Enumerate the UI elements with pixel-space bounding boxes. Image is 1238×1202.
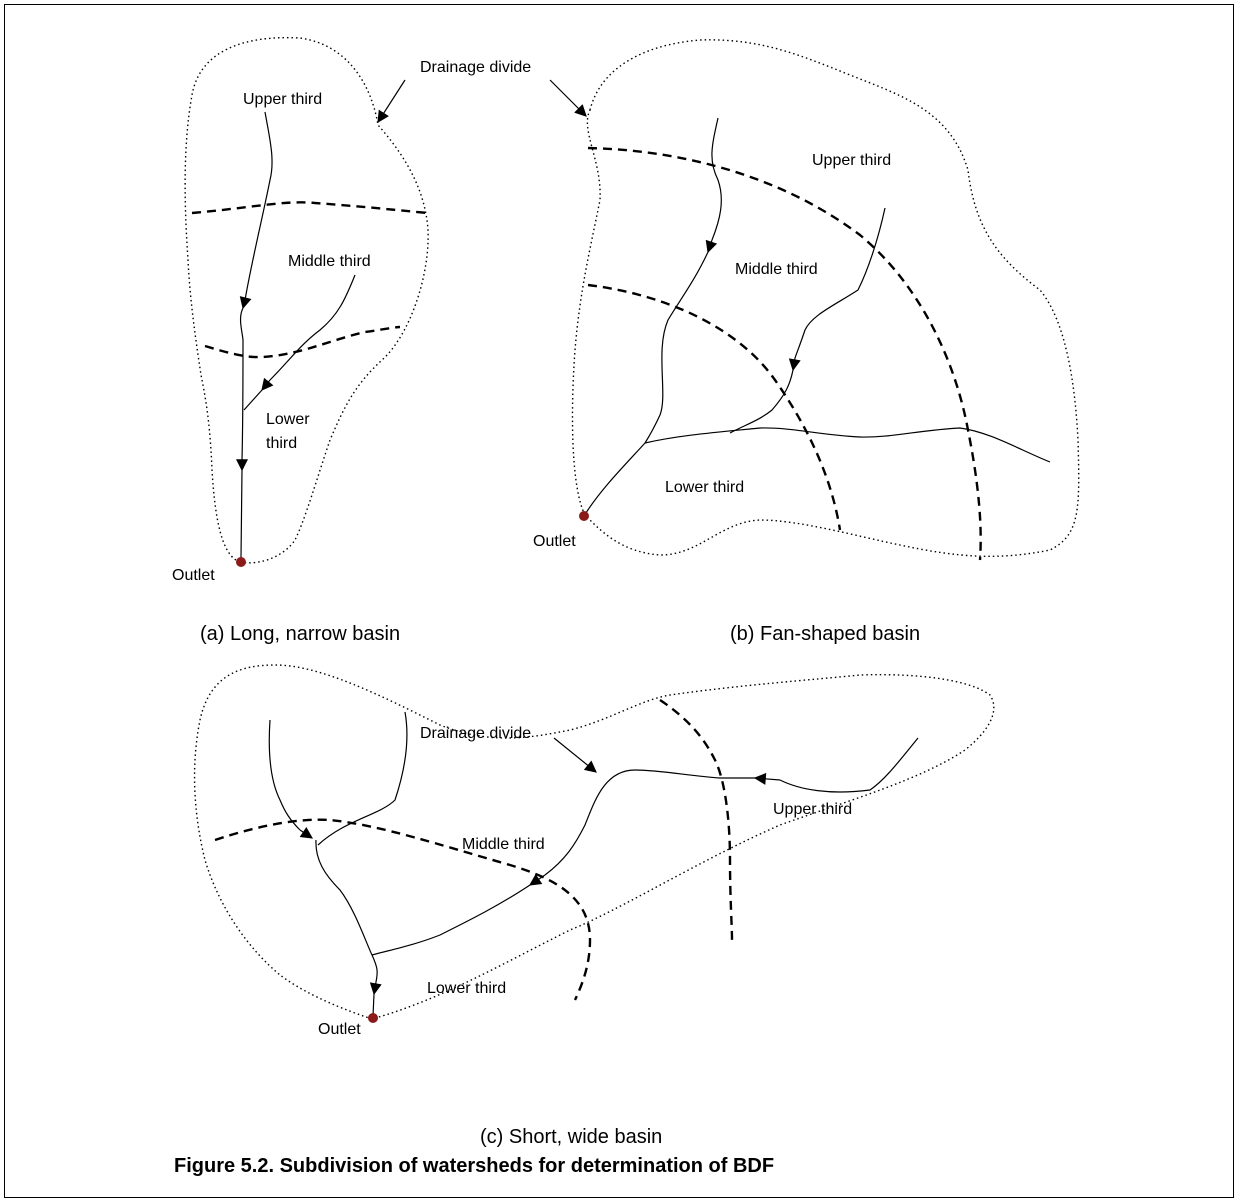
panel-b-main-stream-upper [711,117,722,241]
panel-a-middle-third-label: Middle third [288,253,371,270]
panel-a-lower-boundary [204,325,401,359]
panel-a-tributary-arrow [261,377,274,391]
panel-c-drainage-divide [193,664,995,1020]
panel-c-outlet-arrow-line [371,954,378,983]
panel-c-mid-boundary [214,818,592,1001]
panel-b-tributary [794,207,886,359]
panel-c-main-channel-lower [371,884,531,956]
panel-a-caption: (a) Long, narrow basin [200,623,400,645]
panel-c-middle-third-label: Middle third [462,836,545,853]
panel-a-drainage-divide [184,36,429,564]
panel-a-outlet-reach [240,469,243,559]
panel-a-long-narrow-basin: Drainage divide Upper third Middle third… [172,36,531,645]
panel-b-outlet-dot [579,511,589,521]
panel-a-main-stream-lower [239,307,244,461]
panel-c-upper-stream-arrow [753,772,781,785]
panel-b-outlet-label: Outlet [533,533,576,550]
panel-c-caption: (c) Short, wide basin [480,1126,662,1148]
panel-b-caption: (b) Fan-shaped basin [730,623,920,645]
panel-b-main-stream-arrow [705,239,718,254]
panel-b-outlet-reach [583,442,646,517]
panel-a-upper-third-label: Upper third [243,91,322,108]
panel-b-middle-third-label: Middle third [735,261,818,278]
panel-a-lower-third-label-line1: Lower [266,411,310,428]
panel-a-tributary-join [243,389,263,411]
panel-c-outlet-arrow [369,981,382,996]
panel-c-outlet-label: Outlet [318,1021,361,1038]
panel-c-left-tributary-arrow [299,827,313,839]
panel-b-east-branch [644,427,1051,463]
panel-c-left-tributary [268,719,301,831]
panel-c-main-channel-arrow [529,874,546,886]
panel-a-outlet-label: Outlet [172,567,215,584]
panel-a-tributary [269,274,356,381]
panel-a-lower-third-label-line2: third [266,435,297,452]
panel-a-drainage-divide-pointer [377,79,406,124]
panel-b-upper-third-label: Upper third [812,152,891,169]
panel-c-upper-stream [779,737,919,793]
panel-c-outlet-dot [368,1013,378,1023]
panel-b-fan-shaped-basin: Upper third Middle third Lower third Out… [533,39,1080,645]
panel-c-short-wide-basin: Drainage divide Upper third Middle third… [193,664,995,1148]
panel-c-outlet-reach [372,993,375,1017]
panel-c-junction-reach [315,839,373,956]
panel-a-outlet-dot [236,557,246,567]
panel-c-lower-third-label: Lower third [427,980,506,997]
panel-c-drainage-divide-pointer [553,737,597,773]
panel-a-main-stream-arrow [239,296,252,310]
panel-b-upper-boundary [587,146,982,561]
panel-b-tributary-lower [729,369,794,434]
figure-title: Figure 5.2. Subdivision of watersheds fo… [174,1155,774,1177]
panel-c-upper-boundary [659,699,734,941]
panel-b-main-stream-lower [644,251,709,444]
panel-b-lower-third-label: Lower third [665,479,744,496]
panel-b-lower-boundary [587,283,842,531]
panel-a-drainage-divide-label: Drainage divide [420,59,531,76]
panel-a-upper-boundary [191,201,429,215]
panel-b-drainage-divide-pointer [549,79,587,117]
panel-c-main-channel [544,769,755,876]
panel-c-upper-third-label: Upper third [773,801,852,818]
panel-c-mid-tributary [317,711,408,846]
figure-frame [4,4,1234,1198]
panel-b-tributary-arrow [788,357,801,372]
panel-c-drainage-divide-label: Drainage divide [420,725,531,742]
panel-a-main-stream [244,111,273,301]
